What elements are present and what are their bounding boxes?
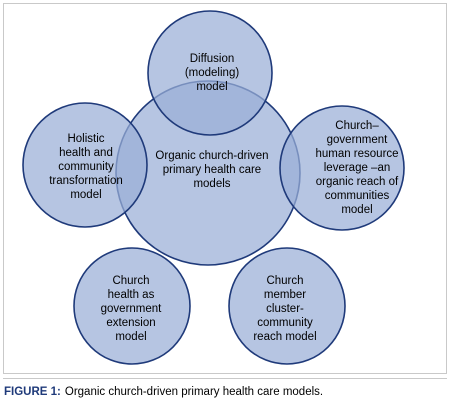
node-circle-cluster — [228, 247, 346, 365]
caption-text: Organic church-driven primary health car… — [64, 386, 324, 398]
node-circle-diffusion — [147, 10, 273, 136]
node-label-extension: Church health as government extension mo… — [100, 275, 162, 343]
node-label-leverage: Church– government human resource levera… — [315, 120, 399, 216]
node-label-holistic: Holistic health and community transforma… — [49, 133, 123, 201]
caption-divider — [3, 378, 447, 379]
caption-lead: FIGURE 1: — [4, 386, 61, 398]
node-circle-leverage — [279, 105, 405, 231]
center-label: Organic church-driven primary health car… — [155, 150, 269, 190]
node-label-diffusion: Diffusion (modeling) model — [184, 53, 240, 93]
node-circle-holistic — [22, 102, 148, 228]
node-circle-extension — [73, 247, 191, 365]
node-label-cluster: Church member cluster- community reach m… — [253, 275, 317, 343]
figure-frame — [3, 3, 447, 374]
figure-caption: FIGURE 1:Organic church-driven primary h… — [4, 386, 323, 398]
